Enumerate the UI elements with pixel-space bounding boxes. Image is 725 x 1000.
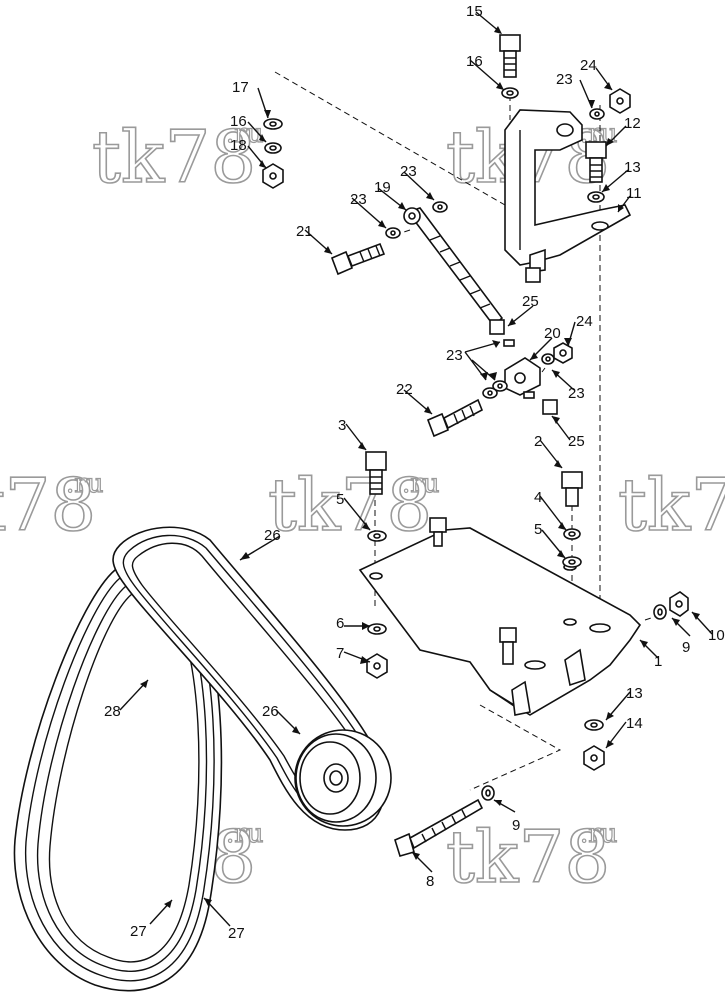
washer-9b: [481, 785, 495, 801]
callout-label: 26: [262, 703, 279, 720]
callout-label: 15: [466, 3, 483, 20]
callout-label: 23: [446, 347, 463, 364]
washer-6: [367, 623, 387, 635]
clamp-block: [504, 357, 558, 415]
callout-label: 13: [624, 159, 641, 176]
callout-label: 11: [626, 185, 642, 202]
callout-labels: 15 16 17 16 18 23 24 12 13 11 23 19 23 2…: [104, 3, 725, 942]
callout-label: 14: [626, 715, 643, 732]
nut-14: [583, 745, 605, 771]
callout-label: 13: [626, 685, 643, 702]
watermark-suffix: .ru: [402, 469, 439, 499]
callout-label: 9: [512, 817, 520, 834]
bolt-2: [561, 471, 583, 507]
callout-label: 23: [350, 191, 367, 208]
washer-13b: [584, 719, 604, 731]
callout-label: 16: [230, 113, 247, 130]
nut-10: [669, 591, 689, 617]
callout-label: 25: [568, 433, 585, 450]
callout-label: 12: [624, 115, 641, 132]
washer-5: [367, 530, 387, 542]
callout-label: 28: [104, 703, 121, 720]
watermark-text: tk78: [446, 815, 610, 899]
watermark-suffix: .ru: [580, 819, 617, 849]
washer-5b: [562, 556, 582, 568]
arrowheads: [140, 26, 700, 908]
bolt-21: [330, 242, 386, 276]
washer-23e: [492, 380, 508, 392]
upper-bracket: [504, 109, 632, 283]
watermark-text: tk78: [92, 115, 256, 199]
callout-label: 1: [654, 653, 662, 670]
washer-23: [589, 108, 605, 120]
watermark-text: tk78: [618, 463, 725, 547]
spacers-25: [503, 339, 535, 399]
washer-23c: [385, 227, 401, 239]
nut-18: [262, 163, 284, 189]
washer-13: [587, 191, 605, 203]
callout-label: 27: [228, 925, 245, 942]
callout-label: 20: [544, 325, 561, 342]
callout-label: 17: [232, 79, 249, 96]
washer-23f: [541, 353, 555, 365]
callout-label: 23: [568, 385, 585, 402]
callout-label: 21: [296, 223, 313, 240]
washer-23d: [482, 387, 498, 399]
callout-label: 25: [522, 293, 539, 310]
nut-7: [366, 653, 388, 679]
bolt-8: [394, 798, 484, 857]
washer-23b: [432, 201, 448, 213]
watermark-text: tk78: [0, 463, 96, 547]
callout-label: 4: [534, 489, 542, 506]
bolt-15: [499, 34, 521, 78]
callout-label: 24: [576, 313, 593, 330]
callout-label: 24: [580, 57, 597, 74]
callout-label: 18: [230, 137, 247, 154]
nut-24: [609, 88, 631, 114]
watermark-suffix: .ru: [66, 469, 103, 499]
callout-label: 19: [374, 179, 391, 196]
callout-label: 2: [534, 433, 542, 450]
washer-9: [653, 604, 667, 620]
washer-16: [264, 142, 282, 154]
callout-label: 26: [264, 527, 281, 544]
bolt-3: [365, 451, 387, 495]
adjusting-rod: [403, 207, 505, 335]
callout-label: 22: [396, 381, 413, 398]
callout-label: 9: [682, 639, 690, 656]
callout-label: 5: [336, 491, 344, 508]
callout-label: 7: [336, 645, 344, 662]
callout-label: 8: [426, 873, 434, 890]
washer-16b: [501, 87, 519, 99]
nut-24b: [553, 342, 573, 364]
callout-label: 6: [336, 615, 344, 632]
bolt-12: [585, 141, 607, 183]
callout-label: 23: [556, 71, 573, 88]
callout-label: 27: [130, 923, 147, 940]
watermark-suffix: .ru: [226, 819, 263, 849]
callout-label: 5: [534, 521, 542, 538]
watermark-text: tk78: [268, 463, 432, 547]
callout-label: 23: [400, 163, 417, 180]
watermark-suffix: .ru: [226, 119, 263, 149]
washer-17: [263, 118, 283, 130]
callout-label: 3: [338, 417, 346, 434]
callout-label: 10: [708, 627, 725, 644]
mounting-plate: [358, 517, 642, 716]
washer-4: [563, 528, 581, 540]
pulley: [294, 729, 392, 827]
callout-label: 16: [466, 53, 483, 70]
bolt-22: [426, 398, 484, 438]
